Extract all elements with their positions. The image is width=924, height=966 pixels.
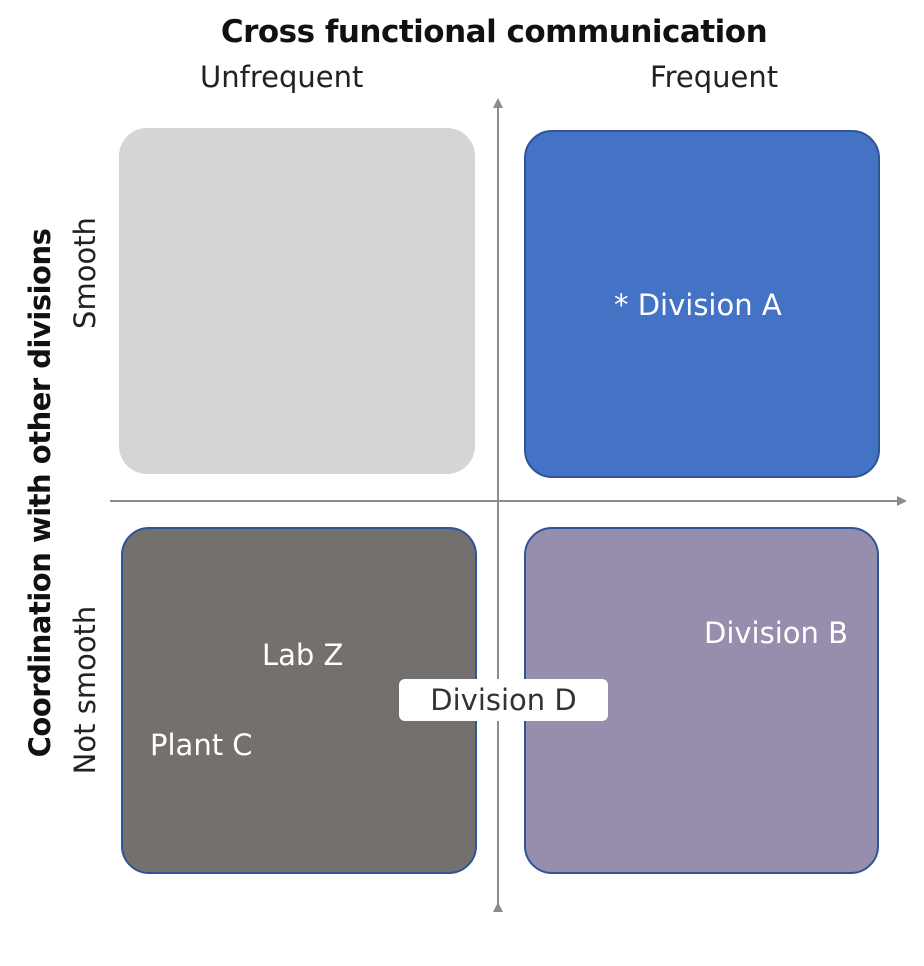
label-lab-z: Lab Z — [262, 638, 344, 672]
y-label-not-smooth: Not smooth — [68, 605, 102, 775]
quadrant-top-right — [524, 130, 880, 478]
x-label-unfrequent: Unfrequent — [200, 60, 364, 94]
label-division-a: * Division A — [614, 288, 782, 322]
y-label-smooth: Smooth — [68, 217, 102, 329]
y-axis-title: Coordination with other divisions — [23, 228, 57, 758]
label-division-d: Division D — [399, 679, 608, 721]
quadrant-top-left — [119, 128, 475, 474]
label-division-b: Division B — [704, 616, 849, 650]
x-label-frequent: Frequent — [650, 60, 779, 94]
diagram-title: Cross functional communication — [220, 14, 768, 50]
label-plant-c: Plant C — [150, 728, 253, 762]
